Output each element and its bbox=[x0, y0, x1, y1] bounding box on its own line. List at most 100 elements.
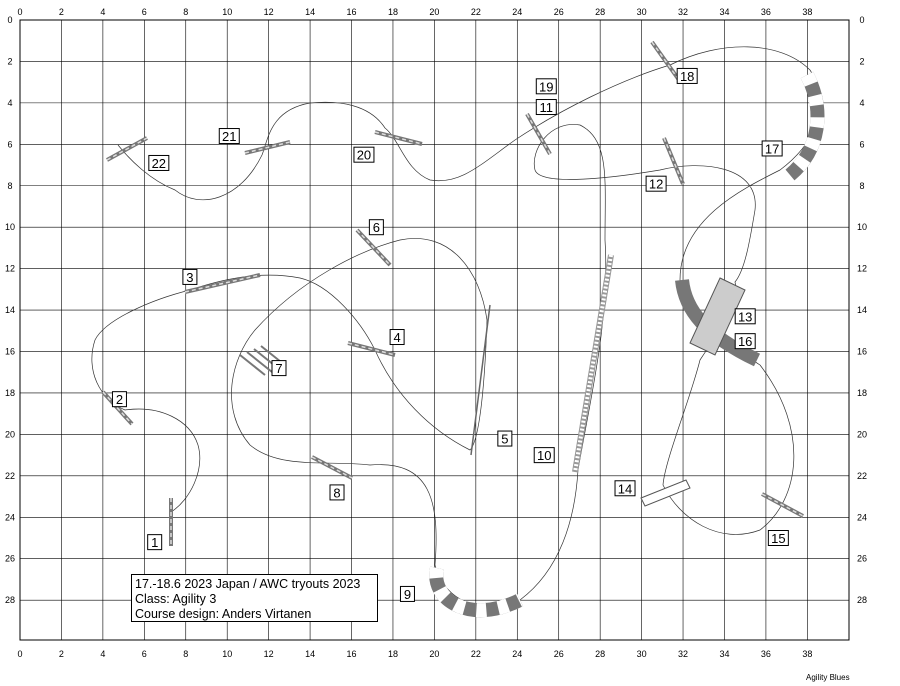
obstacle-number: 7 bbox=[275, 361, 282, 376]
obstacle-number-box bbox=[399, 585, 415, 602]
y-tick-label: 16 bbox=[5, 347, 15, 357]
y-tick-label: 8 bbox=[859, 181, 864, 191]
tunnel-9 bbox=[429, 566, 524, 618]
obstacle-number-box bbox=[767, 530, 789, 546]
obstacle-number: 5 bbox=[501, 432, 508, 447]
x-tick-label: 28 bbox=[595, 7, 605, 17]
y-tick-label: 18 bbox=[857, 388, 867, 398]
jump-bar bbox=[526, 113, 551, 155]
x-tick-label: 0 bbox=[17, 7, 22, 17]
y-tick-label: 10 bbox=[857, 222, 867, 232]
x-tick-label: 30 bbox=[637, 649, 647, 659]
dog-walk bbox=[573, 254, 613, 473]
x-tick-label: 18 bbox=[388, 649, 398, 659]
x-tick-label: 4 bbox=[100, 649, 105, 659]
class-label: Class: Agility 3 bbox=[135, 592, 217, 606]
jump-bar bbox=[311, 456, 353, 479]
obstacle-number-box bbox=[353, 146, 375, 163]
y-tick-label: 22 bbox=[5, 471, 15, 481]
obstacle-number-box bbox=[676, 67, 698, 84]
x-tick-label: 26 bbox=[554, 7, 564, 17]
obstacle-number-box bbox=[614, 480, 636, 497]
obstacle-number: 9 bbox=[404, 587, 411, 602]
y-tick-label: 14 bbox=[5, 305, 15, 315]
obstacle-number-box bbox=[182, 268, 198, 285]
y-tick-label: 6 bbox=[7, 139, 12, 149]
y-tick-label: 28 bbox=[857, 595, 867, 605]
designer-label: Course design: Anders Virtanen bbox=[135, 607, 312, 621]
obstacle-number-box bbox=[761, 140, 783, 157]
jump-bar bbox=[244, 141, 291, 154]
brand-credit: Agility Blues bbox=[806, 673, 850, 682]
x-tick-label: 24 bbox=[512, 7, 522, 17]
y-tick-label: 2 bbox=[859, 56, 864, 66]
x-tick-label: 18 bbox=[388, 7, 398, 17]
obstacle-number-box bbox=[111, 391, 127, 408]
obstacle-number: 6 bbox=[373, 220, 380, 235]
a-frame-13 bbox=[689, 277, 746, 356]
obstacle-number: 1 bbox=[151, 535, 158, 550]
y-tick-label: 4 bbox=[859, 98, 864, 108]
jump-bar bbox=[663, 137, 684, 185]
jump-bar bbox=[184, 274, 261, 293]
x-tick-label: 6 bbox=[142, 649, 147, 659]
obstacle-number: 18 bbox=[680, 69, 694, 84]
x-tick-label: 10 bbox=[222, 7, 232, 17]
y-tick-label: 18 bbox=[5, 388, 15, 398]
obstacle-number-box bbox=[497, 430, 513, 447]
obstacle-number-box bbox=[368, 219, 384, 236]
y-tick-label: 24 bbox=[857, 512, 867, 522]
jump-bar bbox=[106, 137, 148, 161]
obstacles bbox=[101, 40, 825, 618]
obstacle-number-box bbox=[389, 329, 405, 346]
x-tick-label: 4 bbox=[100, 7, 105, 17]
x-tick-label: 28 bbox=[595, 649, 605, 659]
y-tick-label: 0 bbox=[859, 15, 864, 25]
x-tick-label: 12 bbox=[264, 7, 274, 17]
grid bbox=[20, 20, 849, 640]
y-tick-label: 26 bbox=[5, 554, 15, 564]
x-tick-label: 10 bbox=[222, 649, 232, 659]
obstacle-number: 16 bbox=[738, 334, 752, 349]
jump-bar bbox=[374, 131, 423, 145]
y-tick-label: 0 bbox=[7, 15, 12, 25]
y-tick-label: 4 bbox=[7, 98, 12, 108]
x-tick-label: 16 bbox=[347, 7, 357, 17]
x-tick-label: 34 bbox=[719, 7, 729, 17]
x-tick-label: 32 bbox=[678, 7, 688, 17]
y-tick-label: 28 bbox=[5, 595, 15, 605]
weave-poles bbox=[470, 304, 491, 456]
x-tick-label: 8 bbox=[183, 649, 188, 659]
obstacle-number: 2 bbox=[116, 392, 123, 407]
y-tick-label: 6 bbox=[859, 139, 864, 149]
obstacle-number-box bbox=[734, 333, 756, 350]
obstacle-number-box bbox=[329, 484, 345, 501]
obstacle-number-box bbox=[645, 175, 667, 192]
obstacle-number: 14 bbox=[618, 481, 632, 496]
y-tick-label: 8 bbox=[7, 181, 12, 191]
jump-bar bbox=[347, 342, 396, 356]
y-tick-label: 24 bbox=[5, 512, 15, 522]
obstacle-number: 21 bbox=[222, 129, 236, 144]
obstacle-number: 17 bbox=[765, 141, 779, 156]
y-tick-label: 12 bbox=[5, 264, 15, 274]
dog-path bbox=[91, 46, 821, 607]
y-tick-label: 12 bbox=[857, 264, 867, 274]
y-tick-label: 20 bbox=[5, 429, 15, 439]
x-tick-label: 24 bbox=[512, 649, 522, 659]
jump-bar bbox=[761, 493, 804, 517]
obstacle-number: 13 bbox=[738, 309, 752, 324]
obstacle-number: 3 bbox=[186, 270, 193, 285]
y-tick-label: 22 bbox=[857, 471, 867, 481]
jump-bar bbox=[651, 41, 680, 81]
y-tick-label: 2 bbox=[7, 56, 12, 66]
x-tick-label: 38 bbox=[802, 649, 812, 659]
x-tick-label: 20 bbox=[429, 7, 439, 17]
x-tick-label: 36 bbox=[761, 649, 771, 659]
obstacle-number-box bbox=[271, 360, 287, 377]
table-14 bbox=[640, 479, 691, 507]
x-tick-label: 36 bbox=[761, 7, 771, 17]
x-tick-label: 20 bbox=[429, 649, 439, 659]
tire-7 bbox=[246, 351, 273, 373]
